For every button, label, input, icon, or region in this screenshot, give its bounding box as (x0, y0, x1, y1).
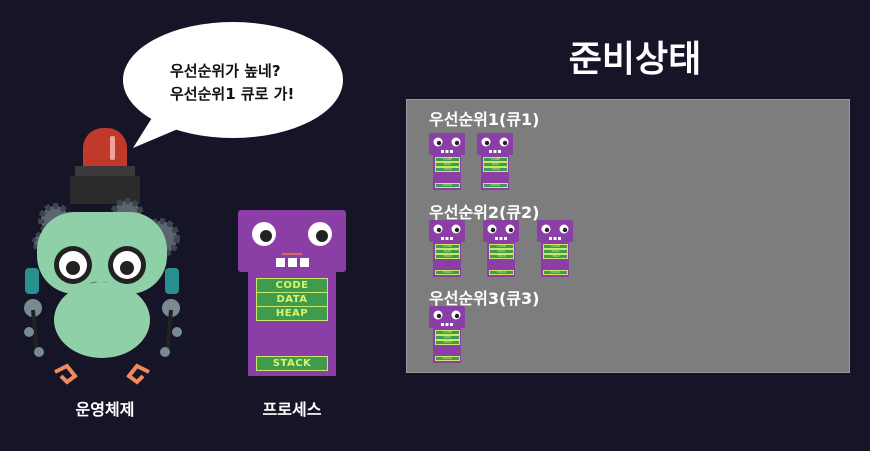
process-label: 프로세스 (262, 400, 322, 419)
mini-stack-segment: STACK (483, 183, 508, 188)
stack-segment: STACK (256, 356, 328, 371)
mini-stack-segment: STACK (489, 270, 514, 275)
mini-code-segment: CODE (483, 157, 508, 162)
queue-label-3: 우선순위3(큐3) (429, 289, 540, 308)
speech-text: 우선순위가 높네? 우선순위1 큐로 가! (170, 60, 340, 106)
mini-heap-segment: HEAP (489, 254, 514, 259)
mini-data-segment: DATA (435, 162, 460, 167)
queue-label-2: 우선순위2(큐2) (429, 203, 540, 222)
mini-heap-segment: HEAP (435, 340, 460, 345)
mini-code-segment: CODE (435, 244, 460, 249)
mini-data-segment: DATA (483, 162, 508, 167)
mini-stack-segment: STACK (435, 356, 460, 361)
mini-data-segment: DATA (435, 249, 460, 254)
os-robot-icon (24, 128, 182, 385)
data-segment: DATA (256, 292, 328, 307)
mini-heap-segment: HEAP (435, 167, 460, 172)
queue-label-1: 우선순위1(큐1) (429, 110, 540, 129)
code-segment: CODE (256, 278, 328, 293)
mini-heap-segment: HEAP (435, 254, 460, 259)
mini-data-segment: DATA (543, 249, 568, 254)
speech-line-1: 우선순위가 높네? (170, 62, 281, 80)
mini-code-segment: CODE (435, 157, 460, 162)
speech-bubble (123, 22, 343, 148)
mini-stack-segment: STACK (435, 183, 460, 188)
mini-stack-segment: STACK (543, 270, 568, 275)
heap-segment: HEAP (256, 306, 328, 321)
mini-data-segment: DATA (435, 335, 460, 340)
mini-code-segment: CODE (435, 330, 460, 335)
mini-stack-segment: STACK (435, 270, 460, 275)
process-icon: CODE DATA HEAP STACK (238, 210, 346, 376)
mini-heap-segment: HEAP (483, 167, 508, 172)
mini-heap-segment: HEAP (543, 254, 568, 259)
mini-code-segment: CODE (543, 244, 568, 249)
speech-line-2: 우선순위1 큐로 가! (170, 85, 295, 103)
mini-code-segment: CODE (489, 244, 514, 249)
state-title: 준비상태 (568, 39, 702, 80)
mini-data-segment: DATA (489, 249, 514, 254)
os-label: 운영체제 (75, 400, 135, 419)
